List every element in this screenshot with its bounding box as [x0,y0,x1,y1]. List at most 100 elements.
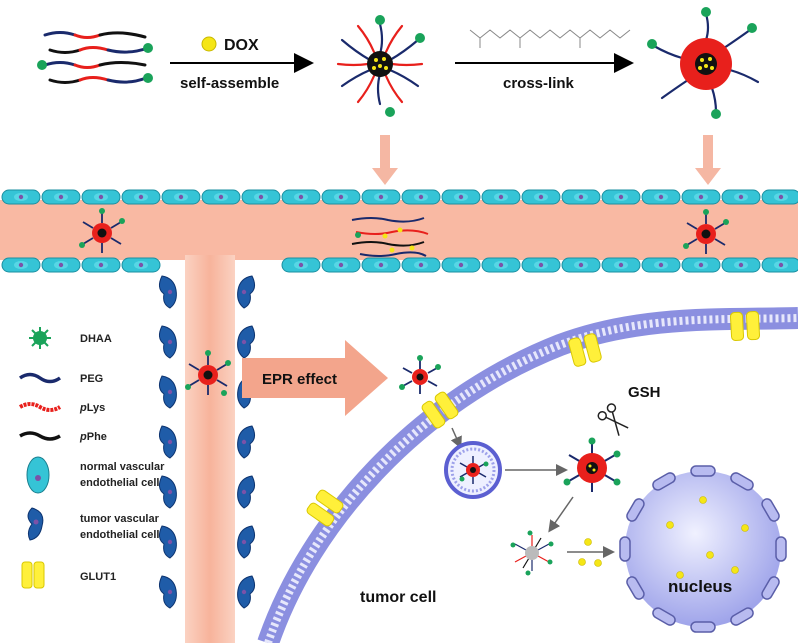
micelle-at-membrane [399,355,441,394]
nuclear-pore [626,576,645,600]
endosome-vesicle [444,441,502,499]
micelle [336,15,425,117]
endothelial-cell [161,189,201,205]
endothelial-cell [681,189,721,205]
endothelial-cell [121,257,161,273]
vessel-micelle-right [683,209,729,254]
dox-label: DOX [224,37,259,54]
svg-text:tumor vascular: tumor vascular [80,513,160,525]
gsh-label: GSH [628,384,661,401]
nuclear-pore [761,498,780,522]
tumor-endothelial-cell [158,325,177,359]
vessel-micelle-left [79,208,125,253]
tumor-endothelial-cell [237,325,256,359]
endothelial-cell [481,189,521,205]
polymer-chains [37,31,153,84]
endothelial-cell [641,257,681,273]
svg-text:GLUT1: GLUT1 [80,571,116,583]
nuclear-pore [730,607,754,626]
nuclear-pore [652,607,676,626]
nuclear-pore [619,536,631,562]
glut1-transporters [306,310,761,527]
endothelial-cell [401,257,441,273]
legend-plys: pLys [18,402,105,414]
tumor-endothelial-cell [237,575,256,609]
tumor-endothelial-cell [158,375,177,409]
tumor-endothelial-cell [158,425,177,459]
tumor-endothelial-cell [158,275,177,309]
down-arrow-left [372,135,398,185]
cross-link-label: cross-link [503,75,575,92]
endothelial-cell [361,257,401,273]
tumor-endothelial-cell [237,525,256,559]
disassembly-arrow [548,496,574,533]
legend-pphe: pPhe [19,431,107,443]
scissors-icon [597,403,629,436]
nucleus [619,465,787,633]
endothelial-cell [641,189,681,205]
tumor-endothelial-cell [237,275,256,309]
svg-text:endothelial cell: endothelial cell [80,477,159,489]
endothelial-cell [481,257,521,273]
tumor-endothelial-cell [237,425,256,459]
endothelial-cell [721,189,761,205]
endothelial-cell [321,189,361,205]
endothelial-cell [81,257,121,273]
svg-text:PEG: PEG [80,373,103,385]
legend-dhaa: DHAA [29,327,112,349]
free-dox [578,538,602,567]
tumor-endothelial-cell [158,525,177,559]
endothelial-cell [241,189,281,205]
legend-glut1: GLUT1 [21,561,116,589]
endothelial-cell [41,257,81,273]
blood-vessel-vertical [185,255,235,643]
cell-membrane [257,307,798,643]
vessel-dissociated-chains [351,217,429,257]
endothelial-cell [561,257,601,273]
epr-effect-label: EPR effect [262,371,337,388]
nuclear-pore [690,465,716,477]
svg-text:pLys: pLys [79,402,105,414]
endothelial-cell [1,189,41,205]
epr-arrow [242,340,388,416]
legend-peg: PEG [18,372,103,385]
endothelial-cell [601,189,641,205]
endothelial-cell [521,189,561,205]
svg-text:DHAA: DHAA [80,333,112,345]
tumor-endothelial-cell [237,475,256,509]
nucleus-label: nucleus [668,577,732,596]
endothelial-cell [441,257,481,273]
endothelial-cell [681,257,721,273]
vertical-vessel-micelle [185,350,231,396]
nuclear-pore [626,498,645,522]
dox-dot [201,36,217,52]
crosslinker-molecule [469,29,631,48]
legend: DHAA PEG pLys pPhe normal vascular endot… [18,327,165,589]
endothelial-cell [401,189,441,205]
legend-normal-endothelial-cell: normal vascular endothelial cell [26,456,165,494]
endothelial-cell [41,189,81,205]
endothelial-cell [321,257,361,273]
tumor-vascular-cells [158,275,256,609]
endothelial-layer-top [1,189,798,205]
endothelial-cell [201,189,241,205]
endothelial-cell [721,257,761,273]
endothelial-cell [561,189,601,205]
endothelial-cell [761,257,798,273]
released-micelle [563,437,621,492]
endothelial-cell [281,257,321,273]
endothelial-cell [441,189,481,205]
endothelial-layer-bottom [1,257,798,273]
svg-text:endothelial cell: endothelial cell [80,529,159,541]
endothelial-cell [1,257,41,273]
nuclear-pore [761,576,780,600]
svg-text:pPhe: pPhe [79,431,107,443]
endothelial-cell [601,257,641,273]
tumor-endothelial-cell [158,575,177,609]
endothelial-cell [121,189,161,205]
nuclear-pore [775,536,787,562]
internalization-arrow [450,427,462,449]
endothelial-cell [761,189,798,205]
endothelial-cell [361,189,401,205]
